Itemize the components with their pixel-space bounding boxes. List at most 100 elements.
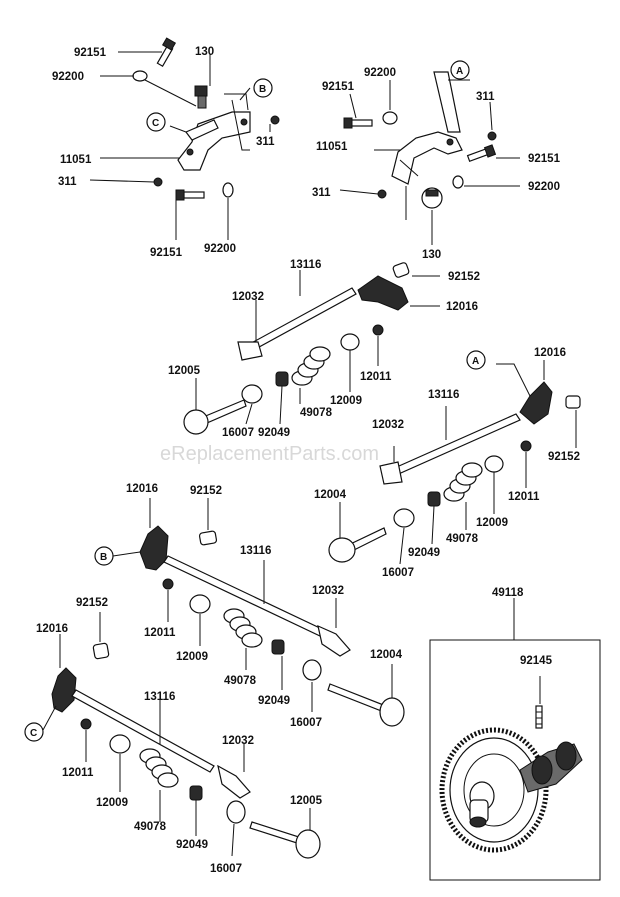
valve-spring-icon <box>139 748 179 788</box>
part-label: 130 <box>195 46 214 58</box>
part-label: 12011 <box>144 627 176 639</box>
nut-icon <box>487 131 497 141</box>
bolt-icon <box>343 117 373 129</box>
camshaft-assembly <box>429 598 601 881</box>
washer-icon <box>382 111 398 125</box>
part-label: 13116 <box>428 389 459 401</box>
part-label: 13116 <box>240 545 271 557</box>
spring-pin-icon <box>535 705 543 729</box>
svg-text:B: B <box>259 84 266 95</box>
svg-text:B: B <box>100 552 107 563</box>
part-label: 16007 <box>382 567 414 579</box>
ref-marker-a: A <box>466 350 486 370</box>
part-label: 12009 <box>96 797 128 809</box>
part-label: 92049 <box>176 839 208 851</box>
valve-spring-icon <box>443 462 483 502</box>
part-label: 12016 <box>446 301 478 313</box>
valve-train-assembly-3 <box>139 498 405 727</box>
washer-icon <box>132 70 148 82</box>
part-label: 92145 <box>520 655 553 667</box>
part-label: 92200 <box>364 67 396 79</box>
ref-marker-b: B <box>253 78 273 98</box>
part-label: 12032 <box>232 291 264 303</box>
valve-spring-icon <box>291 346 331 386</box>
part-label: 12004 <box>314 489 347 501</box>
part-label: 12005 <box>168 365 201 377</box>
washer-icon <box>222 182 234 198</box>
part-label: 12011 <box>62 767 94 779</box>
part-label: 16007 <box>210 863 242 875</box>
part-label: 92200 <box>204 243 236 255</box>
ref-marker-b: B <box>94 546 114 566</box>
part-label: 12032 <box>312 585 344 597</box>
part-label: 12032 <box>372 419 404 431</box>
part-label: 311 <box>476 91 495 103</box>
part-label: 311 <box>312 187 331 199</box>
part-label: 49078 <box>446 533 479 545</box>
part-label: 92200 <box>528 181 560 193</box>
part-label: 92152 <box>190 485 222 497</box>
governor-bracket-right <box>339 71 520 245</box>
ref-marker-c: C <box>146 112 166 132</box>
nut-icon <box>153 177 163 187</box>
nut-icon <box>377 189 387 199</box>
part-label: 92152 <box>448 271 480 283</box>
part-label: 92049 <box>258 427 290 439</box>
part-label: 92049 <box>258 695 290 707</box>
part-label: 11051 <box>316 141 348 153</box>
valve-spring-icon <box>223 608 263 648</box>
part-label: 12009 <box>176 651 208 663</box>
watermark: eReplacementParts.com <box>160 443 379 465</box>
part-label: 16007 <box>290 717 322 729</box>
svg-text:C: C <box>30 728 37 739</box>
camshaft-icon <box>519 741 583 793</box>
part-label: 92151 <box>528 153 561 165</box>
part-label: 16007 <box>222 427 254 439</box>
leader-line <box>42 705 57 731</box>
ref-marker-c: C <box>24 722 44 742</box>
part-label: 92049 <box>408 547 440 559</box>
part-label: 12016 <box>534 347 566 359</box>
part-label: 13116 <box>290 259 321 271</box>
adjust-knob-icon <box>421 187 443 209</box>
part-label: 11051 <box>60 154 92 166</box>
nut-icon <box>270 115 280 125</box>
ref-marker-a: A <box>450 60 470 80</box>
part-label: 92151 <box>322 81 355 93</box>
part-label: 130 <box>422 249 441 261</box>
part-label: 92152 <box>76 597 108 609</box>
part-label: 92151 <box>150 247 183 259</box>
part-label: 12005 <box>290 795 323 807</box>
valve-train-assembly-4 <box>51 612 321 859</box>
part-label: 92200 <box>52 71 84 83</box>
svg-text:A: A <box>456 66 463 77</box>
washer-icon <box>452 175 464 189</box>
part-label: 12004 <box>370 649 403 661</box>
part-label: 92151 <box>74 47 107 59</box>
part-label: 49078 <box>300 407 333 419</box>
part-label: 92152 <box>548 451 580 463</box>
part-label: 12009 <box>330 395 362 407</box>
valve-train-assembly-1 <box>183 262 440 435</box>
part-label: 12011 <box>508 491 540 503</box>
adjust-screw-icon <box>194 85 208 109</box>
bolt-icon <box>175 189 205 201</box>
part-label: 12009 <box>476 517 508 529</box>
bolt-icon <box>156 37 177 67</box>
part-label: 12016 <box>36 623 68 635</box>
part-label: 12016 <box>126 483 158 495</box>
part-label: 49078 <box>134 821 167 833</box>
leader-line <box>112 551 141 557</box>
part-label: 12011 <box>360 371 392 383</box>
bolt-icon <box>466 144 497 163</box>
part-label: 311 <box>256 136 275 148</box>
part-label: 13116 <box>144 691 175 703</box>
part-label: 12032 <box>222 735 254 747</box>
governor-bracket-left <box>89 37 280 240</box>
svg-text:A: A <box>472 356 479 367</box>
part-label: 311 <box>58 176 77 188</box>
cam-gear-icon <box>439 727 549 853</box>
valve-train-assembly-2 <box>328 360 581 565</box>
part-label: 49118 <box>492 587 524 599</box>
